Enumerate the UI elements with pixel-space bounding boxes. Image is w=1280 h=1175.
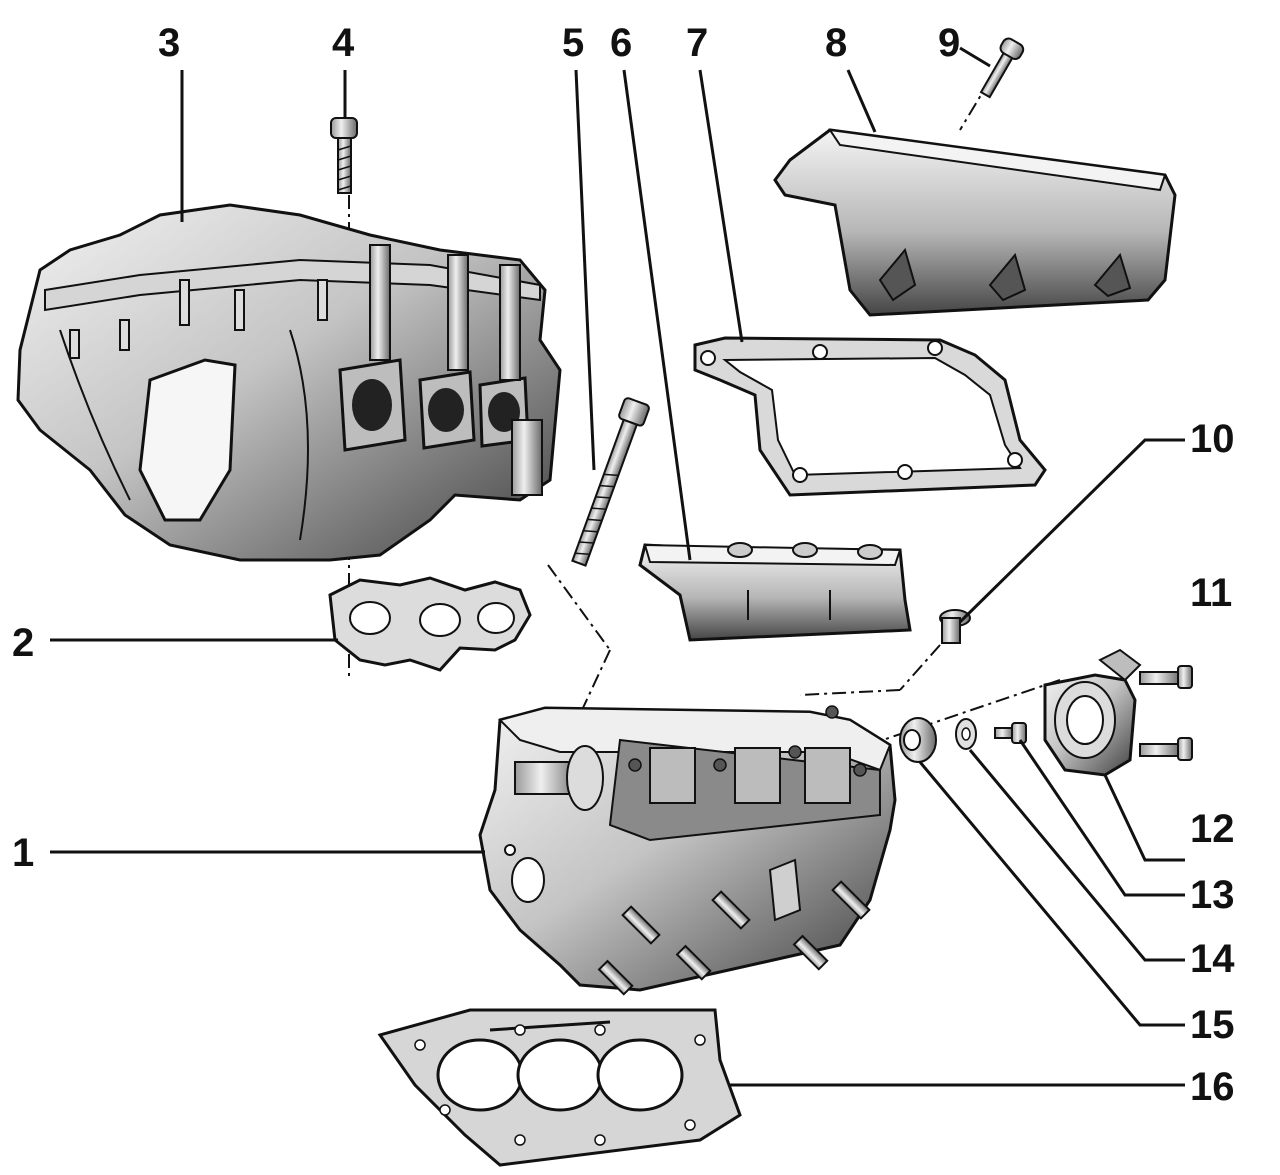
callout-10: 10 bbox=[1190, 417, 1235, 461]
callout-labels: 3 4 5 6 7 8 9 10 11 12 13 14 15 16 2 1 bbox=[12, 21, 1235, 1109]
callout-13: 13 bbox=[1190, 873, 1235, 917]
cylinder-head bbox=[478, 705, 897, 996]
head-bolt bbox=[571, 397, 650, 567]
cover-screw bbox=[979, 37, 1025, 99]
callout-5: 5 bbox=[562, 21, 584, 65]
head-gasket bbox=[377, 1008, 742, 1167]
plug bbox=[939, 609, 971, 644]
callout-6: 6 bbox=[610, 21, 632, 65]
oil-deflector bbox=[638, 542, 912, 642]
camshaft-seal bbox=[899, 717, 937, 763]
callout-7: 7 bbox=[686, 21, 708, 65]
callout-9: 9 bbox=[938, 21, 960, 65]
manifold-gasket bbox=[328, 576, 532, 672]
intake-manifold bbox=[16, 203, 562, 562]
leader-lines bbox=[50, 46, 1185, 1087]
callout-12: 12 bbox=[1190, 807, 1235, 851]
cover-gasket bbox=[693, 336, 1047, 497]
callout-16: 16 bbox=[1190, 1065, 1235, 1109]
housing bbox=[1043, 648, 1142, 777]
callout-15: 15 bbox=[1190, 1003, 1235, 1047]
callout-8: 8 bbox=[825, 21, 847, 65]
callout-14: 14 bbox=[1190, 937, 1235, 981]
callout-3: 3 bbox=[158, 21, 180, 65]
callout-2: 2 bbox=[12, 621, 34, 665]
washer bbox=[955, 718, 977, 750]
manifold-bolt bbox=[330, 117, 358, 194]
callout-1: 1 bbox=[12, 831, 34, 875]
callout-11: 11 bbox=[1190, 571, 1232, 615]
housing-bolts bbox=[1139, 665, 1193, 761]
valve-cover bbox=[773, 128, 1177, 317]
small-bolt bbox=[994, 722, 1027, 744]
callout-4: 4 bbox=[332, 21, 355, 65]
